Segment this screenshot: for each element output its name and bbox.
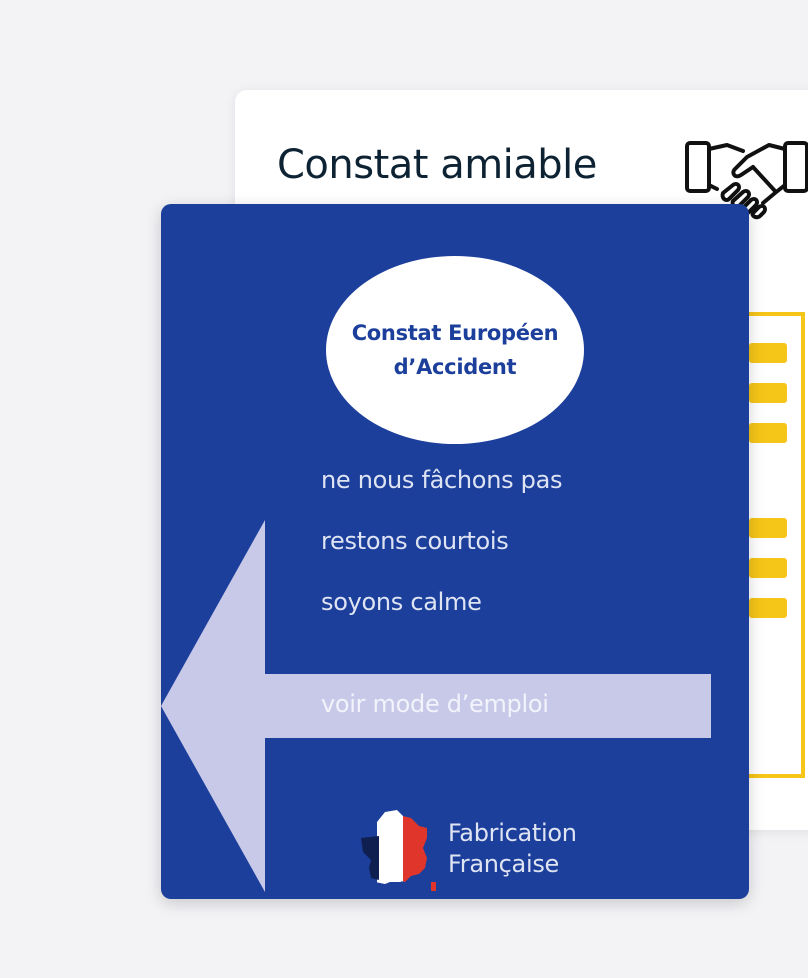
rule-item: restons courtois: [321, 527, 509, 555]
constat-europeen-card: Constat Européen d’Accident ne nous fâch…: [161, 204, 749, 899]
form-field-bar: [749, 558, 787, 578]
fabrication-line: Fabrication: [448, 819, 577, 847]
made-in-france-label: Fabrication Française: [448, 818, 577, 880]
rule-item: ne nous fâchons pas: [321, 466, 563, 494]
france-flag-map-icon: [353, 810, 436, 891]
form-field-bar: [749, 383, 787, 403]
user-guide-link[interactable]: voir mode d’emploi: [321, 690, 549, 718]
form-outline-edge: [801, 312, 805, 778]
form-field-bar: [749, 343, 787, 363]
form-field-bar: [749, 598, 787, 618]
rule-item: soyons calme: [321, 588, 482, 616]
form-field-bar: [749, 423, 787, 443]
badge-ellipse: Constat Européen d’Accident: [326, 256, 584, 444]
badge-line-2: d’Accident: [393, 355, 517, 379]
form-field-bar: [749, 518, 787, 538]
badge-title: Constat Européen d’Accident: [352, 316, 559, 384]
badge-line-1: Constat Européen: [351, 321, 559, 345]
card-title: Constat amiable: [277, 142, 597, 188]
francaise-line: Française: [448, 850, 559, 878]
arrow-left-icon: [161, 520, 711, 892]
